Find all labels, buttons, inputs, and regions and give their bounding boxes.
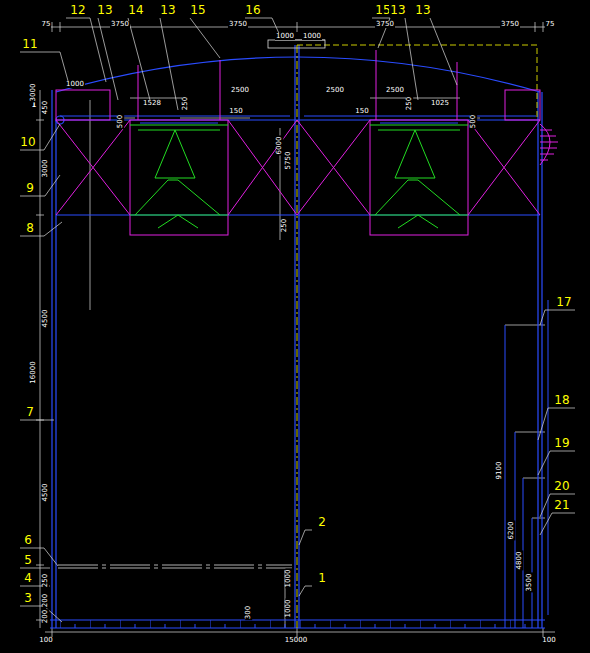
- callout-number: 8: [25, 222, 35, 234]
- callout-number: 1: [317, 572, 327, 584]
- dimension-text: 4500: [42, 308, 49, 328]
- dimension-text: 1000: [275, 33, 295, 40]
- callout-number: 13: [389, 4, 406, 16]
- dimension-text: 15000: [284, 637, 308, 644]
- callout-number: 19: [553, 437, 570, 449]
- dimension-text: 3750: [500, 21, 520, 28]
- dimension-text: 6200: [508, 520, 515, 540]
- dimension-text: 6000: [276, 135, 283, 155]
- callout-number: 18: [553, 394, 570, 406]
- dimension-text: 1000: [285, 598, 292, 618]
- dimension-text: 3500: [526, 572, 533, 592]
- dimension-text: 500: [471, 113, 478, 128]
- callout-number: 9: [25, 182, 35, 194]
- dimension-text: 3750: [375, 21, 395, 28]
- callout-number: 13: [159, 4, 176, 16]
- callout-number: 3: [23, 592, 33, 604]
- dimension-text: 300: [246, 604, 253, 619]
- dimension-text: 1528: [142, 100, 162, 107]
- dimension-text: 9100: [496, 460, 503, 480]
- dimension-text: 200: [43, 608, 50, 623]
- dimension-text: 5750: [285, 150, 292, 170]
- dimension-text: 1000: [285, 568, 292, 588]
- callout-number: 10: [19, 136, 36, 148]
- callout-number: 20: [553, 480, 570, 492]
- dimension-text: 4800: [516, 550, 523, 570]
- callout-number: 21: [553, 499, 570, 511]
- dimension-text: 500: [118, 113, 125, 128]
- dimension-text: 250: [183, 95, 190, 110]
- dimension-text: 3000: [30, 82, 37, 102]
- callout-number: 13: [414, 4, 431, 16]
- dimension-text: 2500: [230, 87, 250, 94]
- callout-number: 2: [317, 516, 327, 528]
- dimension-text: 150: [228, 108, 243, 115]
- dimension-text: 100: [38, 637, 53, 644]
- callout-number: 5: [23, 554, 33, 566]
- dimension-text: 3000: [42, 158, 49, 178]
- dimension-text: 200: [43, 592, 50, 607]
- callout-number: 15: [189, 4, 206, 16]
- dimension-text: 1025: [430, 100, 450, 107]
- dimension-text: 250: [407, 95, 414, 110]
- callout-number: 16: [244, 4, 261, 16]
- callout-number: 11: [21, 38, 38, 50]
- dimension-text: 1000: [65, 81, 85, 88]
- dimension-text: 3750: [110, 21, 130, 28]
- dimension-text: 16000: [30, 360, 37, 384]
- dimension-text: 100: [541, 637, 556, 644]
- dimension-text: 450: [43, 99, 50, 114]
- dimension-text: 250: [282, 217, 289, 232]
- dimension-text: 2500: [385, 87, 405, 94]
- dimension-text: 1000: [302, 33, 322, 40]
- dimension-text: 3750: [228, 21, 248, 28]
- dimension-text: 150: [354, 108, 369, 115]
- callout-number: 6: [23, 534, 33, 546]
- callout-number: 7: [25, 406, 35, 418]
- dimension-text: 75: [41, 21, 52, 28]
- callout-number: 4: [23, 572, 33, 584]
- callout-number: 14: [127, 4, 144, 16]
- dimension-text: 75: [545, 21, 556, 28]
- dimension-text: 250: [43, 572, 50, 587]
- dimension-text: 4500: [42, 482, 49, 502]
- callout-number: 12: [69, 4, 86, 16]
- callout-number: 13: [96, 4, 113, 16]
- dimension-text: 2500: [325, 87, 345, 94]
- callout-number: 17: [555, 296, 572, 308]
